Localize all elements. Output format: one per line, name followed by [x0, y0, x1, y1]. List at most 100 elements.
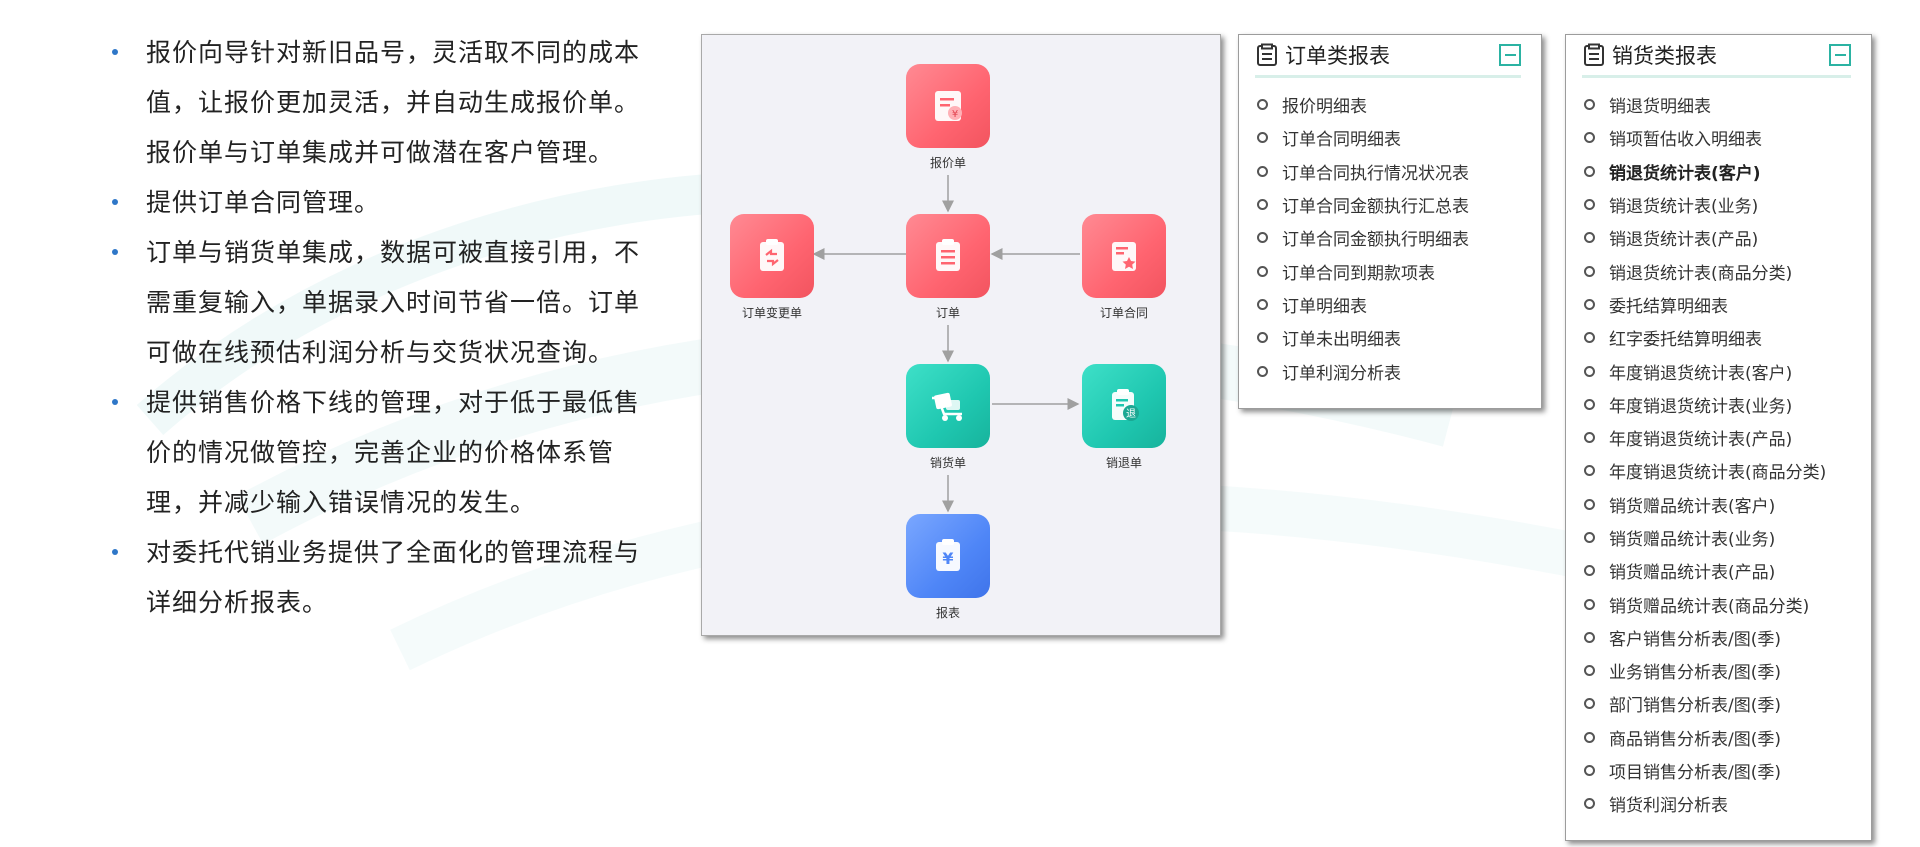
report-item-label: 业务销售分析表/图(季)	[1609, 663, 1781, 684]
delivery-cart-icon	[906, 364, 990, 448]
report-list-item[interactable]: 订单合同金额执行汇总表	[1257, 188, 1541, 221]
circle-bullet-icon	[1257, 165, 1268, 177]
report-list-item[interactable]: 委托结算明细表	[1584, 288, 1871, 321]
report-item-label: 订单合同金额执行汇总表	[1282, 197, 1469, 218]
report-list-item[interactable]: 销退货统计表(业务)	[1584, 188, 1871, 221]
report-list-item[interactable]: 年度销退货统计表(业务)	[1584, 388, 1871, 421]
report-item-label: 项目销售分析表/图(季)	[1609, 763, 1781, 784]
report-item-label: 销项暂估收入明细表	[1609, 130, 1762, 151]
flow-node-sales-delivery[interactable]: 销货单	[906, 364, 990, 471]
report-list-item[interactable]: 项目销售分析表/图(季)	[1584, 754, 1871, 787]
report-list-item[interactable]: 红字委托结算明细表	[1584, 321, 1871, 354]
circle-bullet-icon	[1584, 565, 1595, 577]
report-list-item[interactable]: 订单合同执行情况状况表	[1257, 155, 1541, 188]
bullet-dot-icon	[112, 49, 118, 55]
feature-bullet-text: 订单与销货单集成，数据可被直接引用，不需重复输入，单据录入时间节省一倍。订单可做…	[146, 238, 641, 367]
report-list-item[interactable]: 销货赠品统计表(产品)	[1584, 554, 1871, 587]
report-list-item[interactable]: 年度销退货统计表(商品分类)	[1584, 454, 1871, 487]
report-list-item[interactable]: 订单未出明细表	[1257, 321, 1541, 354]
flow-node-quote[interactable]: ¥ 报价单	[906, 64, 990, 171]
circle-bullet-icon	[1584, 698, 1595, 710]
circle-bullet-icon	[1584, 598, 1595, 610]
feature-bullet: 提供订单合同管理。	[112, 178, 672, 228]
circle-bullet-icon	[1584, 432, 1595, 444]
circle-bullet-icon	[1584, 665, 1595, 677]
report-list-item[interactable]: 年度销退货统计表(产品)	[1584, 421, 1871, 454]
report-item-label: 订单合同金额执行明细表	[1282, 230, 1469, 251]
report-list-item[interactable]: 销货赠品统计表(商品分类)	[1584, 587, 1871, 620]
clipboard-icon	[1257, 43, 1277, 66]
circle-bullet-icon	[1257, 332, 1268, 344]
report-item-label: 订单未出明细表	[1282, 330, 1401, 351]
report-list-item[interactable]: 销退货统计表(商品分类)	[1584, 254, 1871, 287]
feature-bullet: 提供销售价格下线的管理，对于低于最低售价的情况做管控，完善企业的价格体系管理，并…	[112, 378, 672, 528]
flow-node-label: 销货单	[929, 456, 966, 470]
report-list-item[interactable]: 销货赠品统计表(业务)	[1584, 521, 1871, 554]
report-list-item[interactable]: 订单利润分析表	[1257, 354, 1541, 387]
sales-return-icon: 退	[1082, 364, 1166, 448]
report-list-item[interactable]: 部门销售分析表/图(季)	[1584, 687, 1871, 720]
clipboard-icon	[1584, 43, 1604, 66]
report-list-item[interactable]: 销货赠品统计表(客户)	[1584, 488, 1871, 521]
circle-bullet-icon	[1584, 298, 1595, 310]
circle-bullet-icon	[1584, 465, 1595, 477]
collapse-button[interactable]	[1499, 44, 1521, 66]
circle-bullet-icon	[1584, 798, 1595, 810]
report-list-item[interactable]: 销退货统计表(产品)	[1584, 221, 1871, 254]
report-item-label: 销货利润分析表	[1609, 796, 1728, 817]
circle-bullet-icon	[1584, 365, 1595, 377]
flow-node-order-change[interactable]: 订单变更单	[730, 214, 814, 321]
circle-bullet-icon	[1584, 765, 1595, 777]
report-item-label: 订单明细表	[1282, 296, 1367, 317]
circle-bullet-icon	[1257, 298, 1268, 310]
feature-bullet-text: 提供销售价格下线的管理，对于低于最低售价的情况做管控，完善企业的价格体系管理，并…	[146, 388, 641, 517]
circle-bullet-icon	[1584, 332, 1595, 344]
report-list-item[interactable]: 客户销售分析表/图(季)	[1584, 621, 1871, 654]
report-item-label: 销货赠品统计表(业务)	[1609, 530, 1776, 550]
circle-bullet-icon	[1584, 498, 1595, 510]
circle-bullet-icon	[1257, 132, 1268, 144]
bullet-dot-icon	[112, 549, 118, 555]
report-list-item[interactable]: 销货利润分析表	[1584, 787, 1871, 820]
report-item-label: 年度销退货统计表(商品分类)	[1609, 463, 1827, 484]
flow-node-label: 报表	[935, 606, 960, 620]
report-list-item[interactable]: 销项暂估收入明细表	[1584, 121, 1871, 154]
order-change-icon	[730, 214, 814, 298]
report-list-item[interactable]: 商品销售分析表/图(季)	[1584, 721, 1871, 754]
report-list-item[interactable]: 销退货统计表(客户)	[1584, 155, 1871, 188]
circle-bullet-icon	[1584, 99, 1595, 111]
report-list-item[interactable]: 年度销退货统计表(客户)	[1584, 354, 1871, 387]
report-list-item[interactable]: 订单明细表	[1257, 288, 1541, 321]
flow-node-order[interactable]: 订单	[906, 214, 990, 321]
svg-text:退: 退	[1126, 408, 1136, 420]
flow-node-report[interactable]: ¥ 报表	[906, 514, 990, 621]
report-item-label: 委托结算明细表	[1609, 296, 1728, 317]
report-list-item[interactable]: 订单合同明细表	[1257, 121, 1541, 154]
minus-icon	[1504, 54, 1516, 56]
flow-node-sales-return[interactable]: 退 销退单	[1082, 364, 1166, 471]
report-list-item[interactable]: 销退货明细表	[1584, 88, 1871, 121]
report-item-label: 订单合同到期款项表	[1282, 263, 1435, 284]
contract-star-icon	[1082, 214, 1166, 298]
collapse-button[interactable]	[1829, 44, 1851, 66]
report-list-item[interactable]: 报价明细表	[1257, 88, 1541, 121]
report-item-label: 商品销售分析表/图(季)	[1609, 729, 1781, 750]
report-item-label: 销货赠品统计表(商品分类)	[1609, 596, 1810, 617]
minus-icon	[1834, 54, 1846, 56]
report-list-item[interactable]: 业务销售分析表/图(季)	[1584, 654, 1871, 687]
bullet-dot-icon	[112, 249, 118, 255]
report-list-item[interactable]: 订单合同金额执行明细表	[1257, 221, 1541, 254]
quote-document-icon: ¥	[906, 64, 990, 148]
report-list-item[interactable]: 订单合同到期款项表	[1257, 254, 1541, 287]
feature-bullet-text: 对委托代销业务提供了全面化的管理流程与详细分析报表。	[146, 538, 641, 617]
report-item-label: 部门销售分析表/图(季)	[1609, 696, 1781, 717]
circle-bullet-icon	[1257, 99, 1268, 111]
flow-node-order-contract[interactable]: 订单合同	[1082, 214, 1166, 321]
sales-reports-panel: 销货类报表 销退货明细表销项暂估收入明细表销退货统计表(客户)销退货统计表(业务…	[1565, 34, 1872, 841]
bullet-dot-icon	[112, 199, 118, 205]
order-reports-panel: 订单类报表 报价明细表订单合同明细表订单合同执行情况状况表订单合同金额执行汇总表…	[1238, 34, 1542, 409]
svg-text:¥: ¥	[942, 549, 953, 568]
sales-report-list: 销退货明细表销项暂估收入明细表销退货统计表(客户) 销退货统计表(业务) 销退货统计…	[1566, 88, 1871, 821]
report-item-label: 销退货统计表(业务)	[1609, 197, 1759, 218]
circle-bullet-icon	[1584, 631, 1595, 643]
